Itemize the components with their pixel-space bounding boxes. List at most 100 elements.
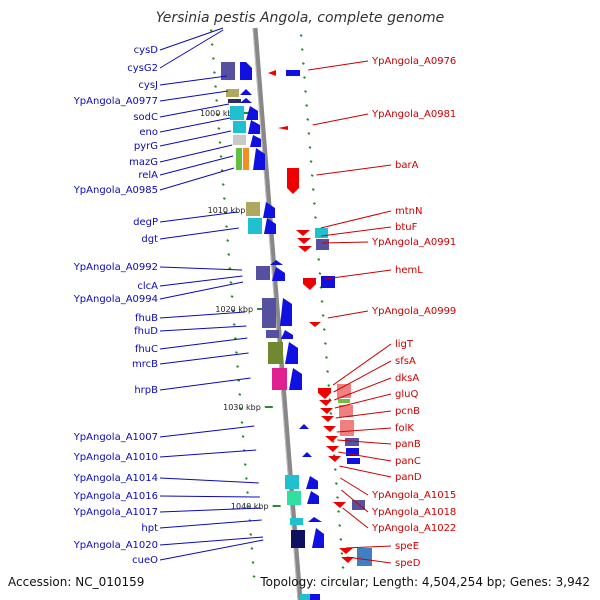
track-dash <box>227 253 231 256</box>
leader-line <box>337 439 392 445</box>
track-dash <box>333 468 337 471</box>
gene-arrow <box>285 342 298 364</box>
gene-arrow <box>296 230 310 236</box>
leader-line <box>335 410 392 419</box>
gene-label[interactable]: YpAngola_A0976 <box>371 56 456 67</box>
leader-line <box>159 130 232 147</box>
track-dash <box>326 370 330 373</box>
gene-label[interactable]: mazG <box>129 157 158 168</box>
track-dash <box>332 454 336 457</box>
gene-label[interactable]: YpAngola_A1007 <box>73 432 158 443</box>
gene-label[interactable]: YpAngola_A1015 <box>371 490 456 501</box>
track-dash <box>213 71 216 74</box>
gene-arrow <box>303 278 316 290</box>
gene-arrow <box>253 148 265 170</box>
gene-box <box>340 420 354 436</box>
gene-label[interactable]: cueO <box>132 555 158 566</box>
gene-box <box>291 530 305 548</box>
gene-label[interactable]: YpAngola_A1010 <box>73 452 158 463</box>
track-dash <box>229 281 233 284</box>
leader-line <box>159 75 227 86</box>
gene-label[interactable]: YpAngola_A0981 <box>371 109 456 120</box>
gene-label[interactable]: YpAngola_A1017 <box>73 507 158 518</box>
map-title: Yersinia pestis Angola, complete genome <box>155 10 445 26</box>
gene-label[interactable]: fhuD <box>134 326 158 337</box>
gene-label[interactable]: ligT <box>395 339 414 350</box>
track-dash <box>211 57 215 60</box>
gene-label[interactable]: YpAngola_A0977 <box>73 96 158 107</box>
gene-arrow <box>272 267 285 281</box>
gene-label[interactable]: YpAngola_A0985 <box>73 185 158 196</box>
gene-label[interactable]: dksA <box>395 373 419 384</box>
gene-label[interactable]: speE <box>395 541 419 552</box>
gene-arrow <box>299 424 309 429</box>
track-dash <box>237 379 241 382</box>
gene-arrow <box>264 218 276 234</box>
track-dash <box>325 356 328 359</box>
track-dash <box>342 580 346 583</box>
gene-label[interactable]: cysJ <box>138 80 158 91</box>
gene-box <box>221 62 235 80</box>
gene-arrow <box>312 528 324 548</box>
gene-label[interactable]: YpAngola_A0994 <box>73 294 158 305</box>
ruler-label: 1030 kbp <box>223 403 261 412</box>
gene-label[interactable]: hpt <box>141 523 158 534</box>
gene-label[interactable]: sfsA <box>395 356 416 367</box>
gene-label[interactable]: YpAngola_A0991 <box>371 237 456 248</box>
gene-label[interactable]: YpAngola_A0992 <box>73 262 158 273</box>
gene-box <box>246 202 260 216</box>
gene-label[interactable]: panC <box>395 456 421 467</box>
gene-arrow <box>341 557 354 563</box>
gene-label[interactable]: panB <box>395 439 421 450</box>
gene-label[interactable]: dgt <box>141 234 158 245</box>
gene-label[interactable]: YpAngola_A1022 <box>371 523 456 534</box>
gene-label[interactable]: folK <box>395 423 414 434</box>
track-dash <box>222 197 226 200</box>
gene-label[interactable]: fhuC <box>135 344 158 355</box>
gene-arrow <box>323 426 336 432</box>
leader-line <box>159 266 243 271</box>
gene-label[interactable]: YpAngola_A1014 <box>73 473 158 484</box>
gene-label[interactable]: mtnN <box>395 206 422 217</box>
track-dash <box>303 76 306 79</box>
track-dash <box>232 323 236 326</box>
gene-label[interactable]: clcA <box>137 281 158 292</box>
gene-arrow <box>248 120 260 134</box>
gene-label[interactable]: fhuB <box>135 313 158 324</box>
gene-label[interactable]: sodC <box>133 112 158 123</box>
track-dash <box>209 29 213 32</box>
track-dash <box>334 482 338 485</box>
gene-label[interactable]: YpAngola_A1016 <box>73 491 158 502</box>
gene-label[interactable]: relA <box>138 170 158 181</box>
gene-arrow <box>302 452 312 457</box>
leader-line <box>159 337 248 350</box>
track-dash <box>338 524 342 527</box>
gene-arrow <box>280 298 292 326</box>
gene-box <box>339 405 353 417</box>
gene-label[interactable]: eno <box>139 127 158 138</box>
gene-label[interactable]: YpAngola_A1020 <box>73 540 158 551</box>
gene-label[interactable]: cysG2 <box>127 63 158 74</box>
gene-label[interactable]: degP <box>133 217 158 228</box>
gene-label[interactable]: btuF <box>395 222 418 233</box>
gene-label[interactable]: gluQ <box>395 389 418 400</box>
gene-label[interactable]: pyrG <box>134 141 158 152</box>
gene-label[interactable]: panD <box>395 472 422 483</box>
gene-arrow <box>297 238 311 244</box>
leader-line <box>159 90 229 102</box>
leader-line <box>159 519 262 529</box>
leader-line <box>159 117 231 133</box>
gene-label[interactable]: pcnB <box>395 406 420 417</box>
leader-line <box>345 545 392 549</box>
track-dash <box>341 566 345 569</box>
gene-label[interactable]: YpAngola_A1018 <box>371 507 456 518</box>
track-dash <box>308 146 312 149</box>
gene-label[interactable]: barA <box>395 160 419 171</box>
gene-label[interactable]: mrcB <box>132 359 158 370</box>
gene-label[interactable]: hrpB <box>134 385 158 396</box>
gene-label[interactable]: YpAngola_A0999 <box>371 306 456 317</box>
gene-label[interactable]: speD <box>395 558 421 569</box>
gene-label[interactable]: hemL <box>395 265 423 276</box>
gene-label[interactable]: cysD <box>134 45 159 56</box>
